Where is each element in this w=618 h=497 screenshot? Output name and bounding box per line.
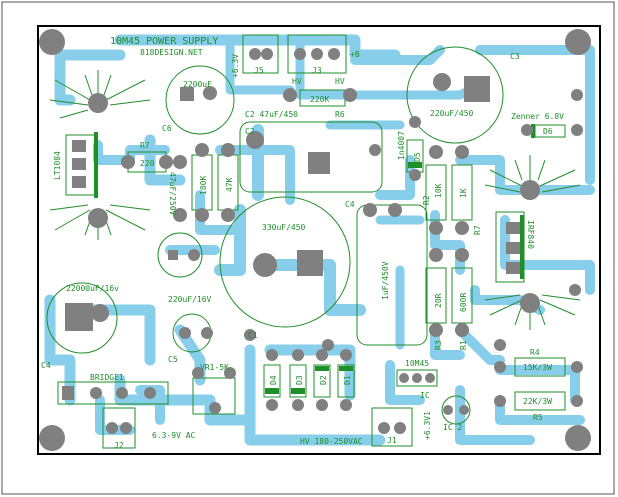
label-c1: C1 bbox=[248, 331, 258, 340]
j1-outline bbox=[371, 407, 413, 447]
label-c3: C3 bbox=[510, 52, 520, 61]
c3-outline bbox=[406, 46, 504, 144]
label-c4b: C4 bbox=[41, 361, 51, 370]
label-c3-val: 220uF/450 bbox=[430, 109, 474, 118]
label-r47k: 47K bbox=[225, 177, 234, 192]
c6-outline bbox=[165, 65, 235, 135]
label-r1k: 1K bbox=[459, 188, 468, 198]
label-hv2: HV bbox=[335, 77, 345, 86]
label-d5-val: 1n4007 bbox=[397, 131, 406, 160]
board-title: 10M45 POWER SUPPLY bbox=[110, 36, 218, 47]
label-r4: R4 bbox=[530, 348, 540, 357]
label-c6-val: 2200uF bbox=[183, 80, 212, 89]
label-j5: J5 bbox=[254, 66, 264, 75]
label-j2: J2 bbox=[114, 441, 124, 450]
label-c4a: C4 bbox=[345, 200, 355, 209]
heatsink-left bbox=[49, 70, 151, 240]
label-ic-10m45: 10M45 bbox=[405, 359, 429, 368]
label-r7b: R7 bbox=[473, 225, 482, 235]
label-r1: R1 bbox=[459, 340, 468, 350]
r5-outline bbox=[514, 391, 566, 411]
ic1-outline bbox=[396, 369, 438, 387]
label-c4-val: 22000uF/16v bbox=[66, 284, 119, 293]
label-r2: R2 bbox=[422, 195, 431, 205]
label-c5-val: 220uF/16V bbox=[168, 295, 212, 304]
j3-outline bbox=[287, 34, 347, 74]
label-d3: D3 bbox=[295, 375, 304, 385]
label-j1: J1 bbox=[387, 436, 397, 445]
label-d1: D1 bbox=[343, 375, 352, 385]
label-r10k: 10K bbox=[434, 183, 443, 198]
label-d6: D6 bbox=[543, 127, 553, 136]
label-r7a: R7 bbox=[140, 141, 150, 150]
label-r600: 600R bbox=[459, 293, 468, 312]
c-47uf-outline bbox=[157, 232, 203, 278]
label-r7a-val: 220 bbox=[140, 159, 155, 168]
heatsink-right bbox=[484, 155, 581, 330]
label-d4: D4 bbox=[269, 375, 278, 385]
label-r6: R6 bbox=[335, 110, 345, 119]
label-r3: R3 bbox=[434, 340, 443, 350]
label-hv1: HV bbox=[292, 77, 302, 86]
label-c-1uf: 1uF/450V bbox=[381, 261, 390, 300]
label-d2: D2 bbox=[319, 375, 328, 385]
d3-outline bbox=[289, 364, 307, 398]
label-hv-ac: HV 180-250VAC bbox=[300, 437, 363, 446]
silk-text: 10M45 POWER SUPPLY 818DESIGN.NET +6.3V J… bbox=[41, 36, 564, 450]
label-zener-val: Zenner 6.8V bbox=[511, 112, 564, 121]
d2-outline bbox=[313, 364, 331, 398]
label-lt1084: LT1084 bbox=[53, 151, 62, 180]
label-d5: D5 bbox=[413, 152, 422, 162]
ic2-outline bbox=[441, 395, 471, 425]
label-r5: R5 bbox=[533, 413, 543, 422]
label-c2: C2 bbox=[245, 127, 255, 136]
c2-outline bbox=[239, 121, 383, 193]
label-c6: C6 bbox=[162, 124, 172, 133]
d4-outline bbox=[263, 364, 281, 398]
pads bbox=[39, 29, 591, 451]
c1-outline bbox=[219, 196, 351, 328]
label-ac-low: 6.3-9V AC bbox=[152, 431, 196, 440]
label-c1-val: 330uF/450 bbox=[262, 223, 306, 232]
label-ic1: IC bbox=[420, 391, 430, 400]
vr1-outline bbox=[192, 377, 236, 415]
label-j1-v: +6.3V1 bbox=[423, 411, 432, 440]
label-r6-val: 220K bbox=[310, 95, 329, 104]
label-r20: 20R bbox=[434, 293, 443, 308]
label-r180k: 180K bbox=[199, 176, 208, 195]
label-r4-val: 15K/3W bbox=[523, 363, 552, 372]
r1k-outline bbox=[451, 164, 473, 221]
j5-outline bbox=[242, 34, 279, 74]
c4-outline bbox=[46, 282, 118, 354]
r4-outline bbox=[514, 357, 566, 377]
j2-outline bbox=[102, 407, 136, 449]
label-vr1: VR1-5K bbox=[200, 363, 229, 372]
label-c5: C5 bbox=[168, 355, 178, 364]
label-irf: IRF840 bbox=[526, 220, 535, 249]
label-c2-val: C2 47uF/450 bbox=[245, 110, 298, 119]
label-j5-v: +6.3V bbox=[231, 54, 240, 78]
silkscreen bbox=[46, 34, 566, 449]
label-r5-val: 22K/3W bbox=[523, 397, 552, 406]
label-ic2: IC 2 bbox=[443, 423, 462, 432]
label-cap-47: 47uF/250V bbox=[168, 172, 177, 216]
board-subtitle: 818DESIGN.NET bbox=[140, 48, 203, 57]
r10k-outline bbox=[425, 164, 447, 221]
bridge-outline bbox=[57, 381, 169, 405]
label-j3-plus: +B bbox=[350, 50, 360, 59]
d1-outline bbox=[337, 364, 355, 398]
label-j3: J3 bbox=[312, 66, 322, 75]
label-bridge: BRIDGE1 bbox=[90, 373, 124, 382]
silk-bars bbox=[94, 124, 535, 394]
